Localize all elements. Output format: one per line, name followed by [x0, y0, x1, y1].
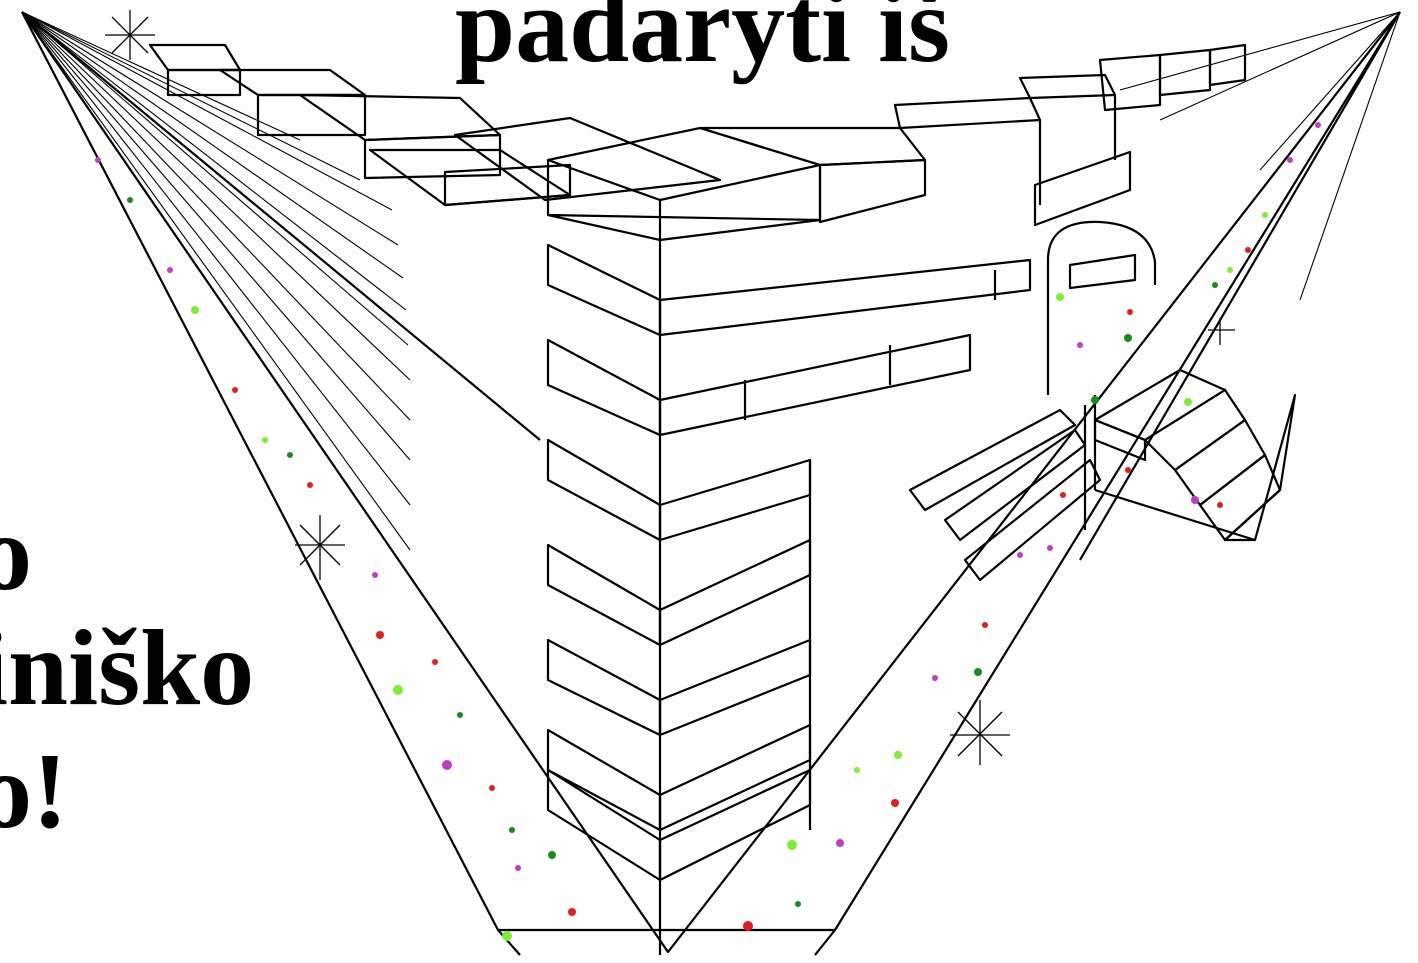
slide-title-fragment: padaryti iš: [455, 0, 951, 85]
slide-text-line-2: iniško: [0, 609, 255, 728]
sparkle-stairs: [1208, 318, 1235, 345]
arched-doorway: [1046, 220, 1157, 395]
sparkle-right: [950, 700, 1010, 765]
road-outline: [21, 11, 1401, 956]
staircase: [1093, 368, 1297, 542]
slide-text-line-3: o!: [0, 732, 68, 851]
road-confetti: [95, 122, 1321, 941]
perspective-rays-right: [1119, 11, 1401, 301]
lower-right-slabs: [908, 405, 1102, 582]
sparkle-top-left: [105, 10, 155, 60]
vanishing-point-sparkles: [105, 10, 1235, 765]
slide-text-line-1: o: [0, 494, 32, 613]
perspective-rays-left: [21, 11, 411, 551]
corner-tower: [546, 126, 1032, 955]
sparkle-left: [295, 515, 345, 580]
rear-buildings-left: [148, 43, 722, 207]
upper-right-buildings: [893, 43, 1247, 227]
